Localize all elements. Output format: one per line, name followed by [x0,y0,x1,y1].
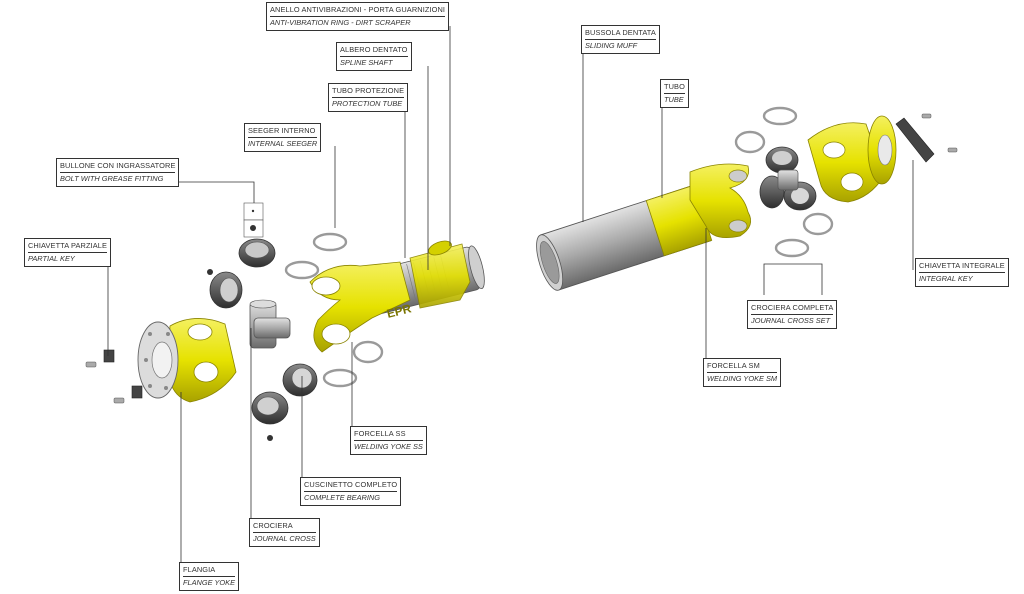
label-en: SPLINE SHAFT [340,56,408,69]
label-it: CHIAVETTA INTEGRALE [919,261,1005,270]
label-it: CROCIERA [253,521,293,530]
label-en: BOLT WITH GREASE FITTING [60,172,176,185]
bearing-caps [207,238,318,441]
callout-anti-vibration-ring: ANELLO ANTIVIBRAZIONI - PORTA GUARNIZION… [266,2,450,31]
callout-journal-cross: CROCIERA JOURNAL CROSS [249,518,320,547]
protection-tube [409,243,471,309]
seeger-rings-right [734,106,834,258]
flange-yoke-right [807,115,897,203]
label-en: PROTECTION TUBE [332,97,405,108]
grease-bolts [243,202,264,238]
welding-yoke-ss: EPR [309,261,413,353]
label-it: ANELLO ANTIVIBRAZIONI - PORTA GUARNIZION… [270,5,446,14]
label-en: INTEGRAL KEY [919,272,1005,285]
callout-protection-tube: TUBO PROTEZIONE PROTECTION TUBE [328,83,409,112]
callout-journal-cross-set: CROCIERA COMPLETA JOURNAL CROSS SET [747,300,838,329]
callout-integral-key: CHIAVETTA INTEGRALE INTEGRAL KEY [915,258,1009,287]
label-it: CUSCINETTO COMPLETO [304,480,398,489]
callout-tube: TUBO TUBE [660,79,689,108]
callout-grease-bolt: BULLONE CON INGRASSATORE BOLT WITH GREAS… [56,158,180,187]
label-en: COMPLETE BEARING [304,491,398,504]
label-en: TUBE [664,93,685,104]
label-it: TUBO [664,82,685,91]
label-it: ALBERO DENTATO [340,45,408,54]
label-en: FLANGE YOKE [183,576,236,587]
label-en: WELDING YOKE SS [354,440,423,451]
integral-key [895,113,958,163]
label-it: FLANGIA [183,565,216,574]
journal-cross [249,299,291,349]
label-en: INTERNAL SEEGER [248,137,318,148]
callout-complete-bearing: CUSCINETTO COMPLETO COMPLETE BEARING [300,477,402,506]
left-assembly: EPR [85,202,485,441]
label-en: SLIDING MUFF [585,39,656,52]
label-it: BUSSOLA DENTATA [585,28,656,37]
callout-sliding-muff: BUSSOLA DENTATA SLIDING MUFF [581,25,660,54]
flange-yoke [137,318,237,403]
label-it: CROCIERA COMPLETA [751,303,834,312]
label-en: JOURNAL CROSS [253,532,316,543]
leader-lines [107,26,914,586]
callout-internal-seeger: SEEGER INTERNO INTERNAL SEEGER [244,123,322,152]
label-it: FORCELLA SM [707,361,760,370]
sliding-muff [536,184,713,291]
label-it: TUBO PROTEZIONE [332,86,405,95]
label-en: PARTIAL KEY [28,252,108,265]
label-it: FORCELLA SS [354,429,406,438]
label-en: WELDING YOKE SM [707,372,778,383]
callout-partial-key: CHIAVETTA PARZIALE PARTIAL KEY [24,238,112,267]
journal-cross-set [759,146,817,211]
label-it: SEEGER INTERNO [248,126,316,135]
welding-yoke-sm [689,163,752,239]
label-en: ANTI-VIBRATION RING - DIRT SCRAPER [270,16,446,29]
brand-mark: EPR [385,301,413,321]
label-it: BULLONE CON INGRASSATORE [60,161,176,170]
right-assembly [536,106,958,291]
label-en: JOURNAL CROSS SET [751,314,834,327]
callout-welding-yoke-sm: FORCELLA SM WELDING YOKE SM [703,358,782,387]
partial-keys [85,349,143,404]
callout-spline-shaft: ALBERO DENTATO SPLINE SHAFT [336,42,412,71]
label-it: CHIAVETTA PARZIALE [28,241,108,250]
callout-welding-yoke-ss: FORCELLA SS WELDING YOKE SS [350,426,427,455]
seeger-rings-left [284,232,384,388]
callout-flange-yoke: FLANGIA FLANGE YOKE [179,562,240,591]
